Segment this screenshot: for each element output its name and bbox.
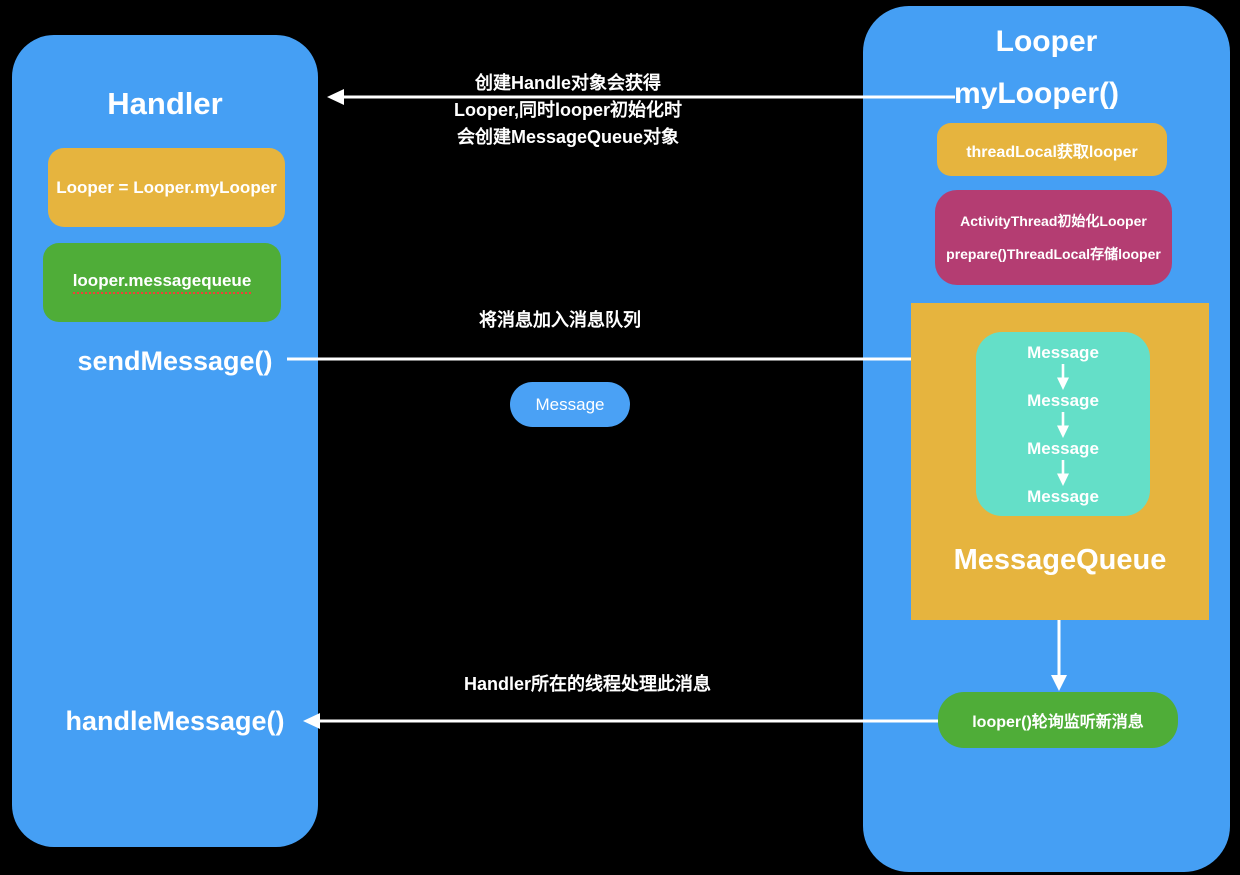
- message-item: Message: [1027, 343, 1099, 362]
- message-item: Message: [1027, 439, 1099, 458]
- arrow-poll-to-handlemessage: [303, 713, 938, 729]
- create-handler-line2: Looper,同时looper初始化时: [453, 100, 682, 120]
- message-item: Message: [1027, 391, 1099, 410]
- create-handler-line1: 创建Handle对象会获得: [474, 73, 661, 93]
- arrow-sendmessage-to-queue: [287, 351, 937, 367]
- message-pill-label: Message: [535, 394, 605, 414]
- message-list-box: Message Message Message Message: [976, 332, 1150, 516]
- enqueue-annotation: 将消息加入消息队列: [479, 310, 641, 330]
- looper-title: Looper: [995, 25, 1098, 58]
- threadlocal-box: threadLocal获取looper: [937, 123, 1167, 176]
- send-message-label: sendMessage(): [77, 346, 273, 376]
- activity-thread-box: ActivityThread初始化Looper prepare()ThreadL…: [935, 190, 1172, 285]
- mylooper-label: myLooper(): [954, 77, 1119, 110]
- looper-assign-box: Looper = Looper.myLooper: [48, 148, 285, 227]
- activity-thread-line1: ActivityThread初始化Looper: [960, 213, 1147, 229]
- down-arrow-icon: [1057, 412, 1069, 438]
- down-arrow-icon: [1057, 364, 1069, 390]
- looper-assign-label: Looper = Looper.myLooper: [56, 177, 277, 197]
- queue-ref-box: looper.messagequeue: [43, 243, 281, 322]
- handle-message-label: handleMessage(): [65, 706, 285, 736]
- handle-annotation: Handler所在的线程处理此消息: [463, 674, 711, 694]
- message-pill: Message: [510, 382, 630, 427]
- message-queue-title: MessageQueue: [953, 544, 1167, 576]
- looper-poll-label: looper()轮询监听新消息: [972, 714, 1144, 731]
- queue-ref-label: looper.messagequeue: [72, 271, 252, 294]
- message-item: Message: [1027, 487, 1099, 506]
- handler-title: Handler: [107, 86, 223, 121]
- create-handler-annotation: 创建Handle对象会获得 Looper,同时looper初始化时 会创建Mes…: [428, 70, 708, 151]
- down-arrow-icon: [1057, 460, 1069, 486]
- create-handler-line3: 会创建MessageQueue对象: [456, 127, 680, 147]
- looper-poll-box: looper()轮询监听新消息: [938, 692, 1178, 748]
- activity-thread-line2: prepare()ThreadLocal存储looper: [946, 246, 1161, 262]
- threadlocal-label: threadLocal获取looper: [966, 143, 1138, 161]
